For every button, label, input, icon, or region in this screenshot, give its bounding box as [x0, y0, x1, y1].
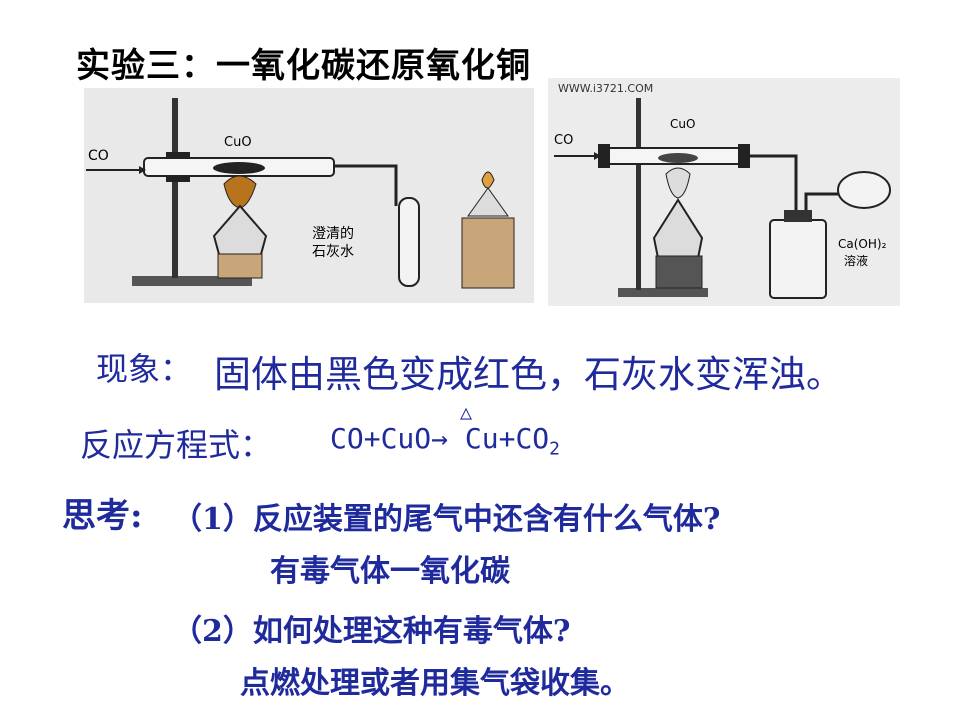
alcohol-lamp-2 — [467, 187, 509, 217]
stand-base — [618, 288, 708, 297]
apparatus-figure-limewater: CO CuO 澄清的 石灰水 — [84, 88, 534, 303]
solution-label-2: 溶液 — [844, 253, 868, 268]
apparatus-figure-gasbag: WWW.i3721.COM CO CuO Ca(OH)₂ 溶液 — [548, 78, 900, 306]
apparatus-drawing: CO CuO 澄清的 石灰水 — [86, 98, 515, 289]
outlet-tube — [750, 154, 798, 228]
equation-subscript: 2 — [549, 438, 561, 460]
reagent-label: CuO — [224, 135, 252, 150]
flame — [665, 167, 691, 199]
cuo-powder — [213, 162, 265, 174]
phenomenon-text: 固体由黑色变成红色，石灰水变浑浊。 — [214, 353, 843, 396]
answer-1: 有毒气体一氧化碳 — [270, 554, 510, 589]
stand-base — [132, 276, 252, 286]
equation-products: Cu+CO — [464, 422, 550, 455]
alcohol-lamp — [652, 198, 704, 259]
alcohol-lamp — [212, 204, 268, 259]
gas-label: CO — [554, 133, 573, 148]
phenomenon-label: 现象： — [96, 350, 193, 388]
flame-2 — [481, 171, 495, 189]
wood-block-2 — [461, 217, 515, 289]
apparatus-drawing-2: WWW.i3721.COM CO CuO Ca(OH)₂ 溶液 — [554, 82, 891, 299]
heat-condition: △ — [460, 400, 473, 424]
limewater-label-2: 石灰水 — [312, 244, 354, 260]
cuo-powder — [658, 153, 698, 163]
equation-reactants: CO+CuO — [330, 422, 432, 455]
flame — [223, 175, 257, 209]
think-label: 思考: — [62, 496, 143, 536]
solution-bottle — [769, 219, 827, 299]
gas-bag — [837, 171, 891, 209]
answer-2: 点燃处理或者用集气袋收集。 — [240, 666, 630, 701]
chemical-equation: △ CO+CuO→ Cu+CO2 — [330, 400, 561, 460]
stand-rod — [172, 98, 178, 278]
equation-label: 反应方程式： — [80, 426, 273, 464]
question-1: （1）反应装置的尾气中还含有什么气体? — [172, 502, 721, 537]
solution-label-1: Ca(OH)₂ — [838, 237, 887, 251]
wood-block — [655, 255, 703, 289]
slide-title: 实验三：一氧化碳还原氧化铜 — [76, 46, 531, 86]
test-tube — [398, 197, 420, 287]
watermark: WWW.i3721.COM — [558, 82, 653, 95]
question-2: （2）如何处理这种有毒气体? — [172, 614, 571, 649]
outlet-tube — [334, 164, 398, 206]
gas-label: CO — [88, 148, 109, 164]
clamp — [166, 152, 190, 160]
reagent-label: CuO — [670, 117, 695, 131]
stand-rod — [636, 98, 641, 290]
wood-block — [217, 253, 263, 279]
limewater-label-1: 澄清的 — [312, 226, 354, 242]
equation-arrow: → — [431, 422, 449, 455]
